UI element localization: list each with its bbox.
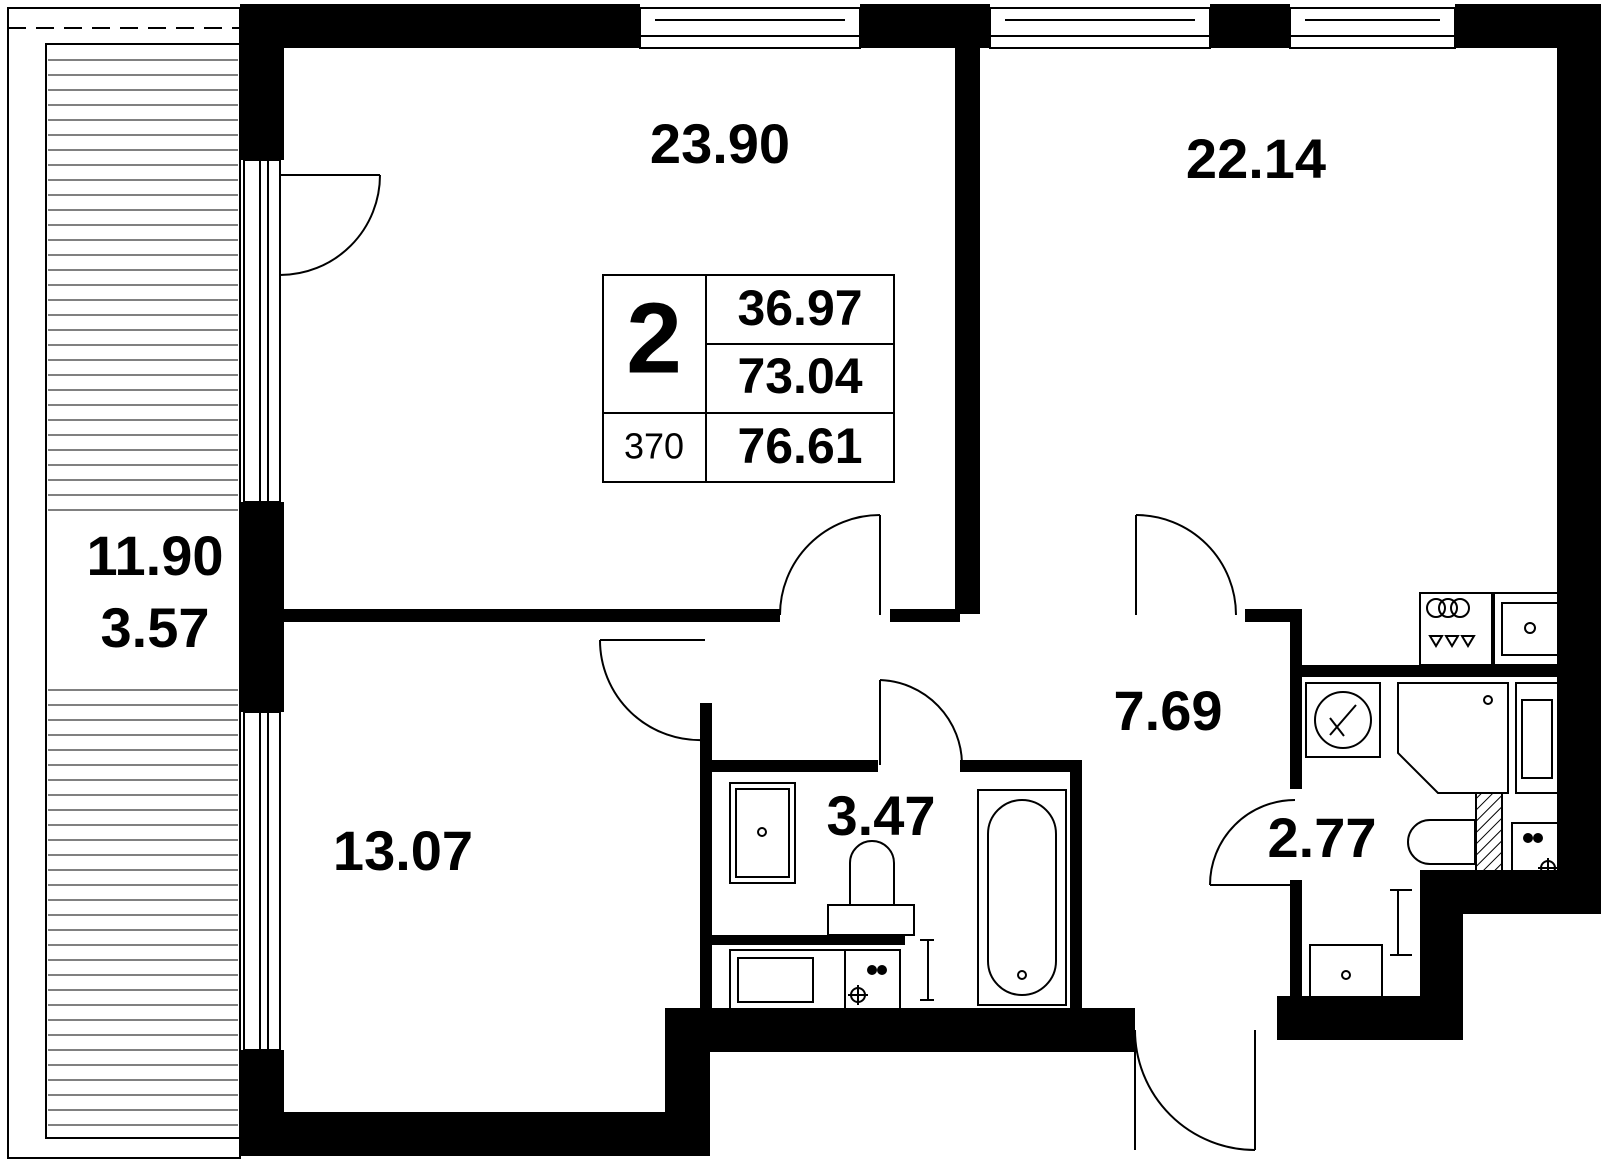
door-swing-icon bbox=[598, 639, 706, 742]
door-swing-icon bbox=[1134, 1029, 1256, 1151]
windows bbox=[243, 7, 1456, 1051]
door-swing-icon bbox=[779, 514, 881, 616]
valve-icon bbox=[1511, 822, 1559, 884]
info-box: 2 36.97 73.04 370 76.61 bbox=[602, 274, 895, 483]
toilet-icon bbox=[1407, 819, 1476, 865]
door-swing-icon bbox=[279, 174, 381, 276]
toilet-icon bbox=[827, 840, 915, 936]
balcony-area: 11.90 bbox=[86, 524, 223, 587]
wc-fixtures bbox=[1305, 682, 1559, 1006]
washing-machine-icon bbox=[729, 949, 846, 1011]
balcony-label-bg bbox=[60, 523, 235, 673]
window-icon bbox=[989, 7, 1211, 49]
washing-machine-icon bbox=[1515, 682, 1559, 794]
living-area: 36.97 bbox=[737, 280, 862, 336]
sink-icon bbox=[729, 782, 796, 884]
sink-icon bbox=[1309, 944, 1383, 1006]
door-swing-icon bbox=[1135, 514, 1237, 616]
rooms-count: 2 bbox=[626, 282, 682, 394]
window-icon bbox=[1289, 7, 1456, 49]
total-area: 73.04 bbox=[737, 348, 862, 404]
valve-icon bbox=[844, 949, 901, 1011]
balcony-reduced-area: 3.57 bbox=[101, 596, 210, 659]
bedroom-small-area: 13.07 bbox=[333, 819, 473, 882]
wc-area: 2.77 bbox=[1268, 806, 1377, 869]
boiler-icon bbox=[1305, 682, 1381, 758]
towel-rail-icon bbox=[1390, 889, 1412, 956]
sink-icon bbox=[1493, 592, 1567, 666]
shower-icon bbox=[1397, 682, 1509, 794]
living-room-area: 23.90 bbox=[650, 112, 790, 175]
bedroom-area: 22.14 bbox=[1186, 127, 1326, 190]
hallway-area: 7.69 bbox=[1114, 679, 1223, 742]
interior-walls bbox=[280, 44, 1560, 1048]
apartment-number: 370 bbox=[624, 426, 684, 467]
door-swing-icon bbox=[879, 679, 963, 766]
towel-rail-icon bbox=[920, 939, 934, 1001]
doors bbox=[279, 174, 1296, 1151]
bathroom-area: 3.47 bbox=[827, 784, 936, 847]
total-with-balcony: 76.61 bbox=[737, 418, 862, 474]
stove-icon bbox=[1419, 592, 1493, 666]
window-icon bbox=[639, 7, 861, 49]
bathtub-icon bbox=[977, 789, 1067, 1006]
door-swing-icon bbox=[1209, 799, 1296, 886]
kitchen bbox=[1419, 592, 1567, 666]
balcony bbox=[7, 7, 241, 1159]
bathroom-fixtures bbox=[729, 782, 1067, 1011]
balcony-deck-slats bbox=[48, 59, 238, 1126]
balcony-glazing bbox=[243, 159, 281, 1051]
outer-walls bbox=[240, 4, 1601, 1156]
